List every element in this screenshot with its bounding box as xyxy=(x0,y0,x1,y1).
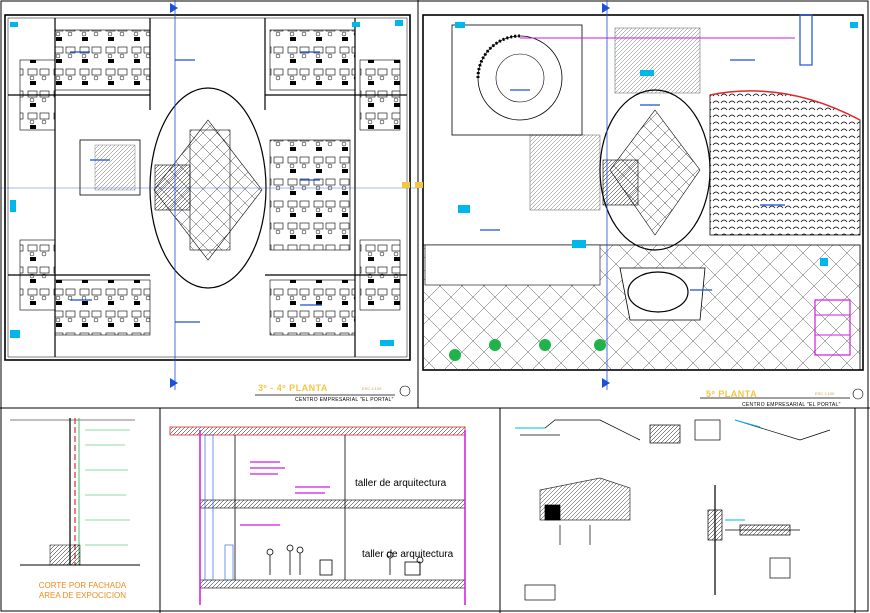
plan-3-4-subtitle: CENTRO EMPRESARIAL "EL PORTAL" xyxy=(295,397,394,403)
plan-5-floor xyxy=(415,0,864,390)
facade-caption-line2: AREA DE EXPOCICION xyxy=(38,591,127,600)
building-section-drawing xyxy=(169,426,466,605)
plan-5-title-block xyxy=(700,388,864,400)
plan-5-subtitle: CENTRO EMPRESARIAL "EL PORTAL" xyxy=(742,402,841,408)
plan-5-title: 5º PLANTA xyxy=(706,389,758,399)
facade-section-drawing xyxy=(10,418,140,566)
plan-3-4-floor xyxy=(0,0,418,390)
section-room-label-lower: taller de arquitectura xyxy=(362,549,454,560)
plan-3-4-scale: ESC.1:100 xyxy=(362,386,382,391)
plan-3-4-title: 3º - 4º PLANTA xyxy=(258,383,328,393)
construction-details xyxy=(515,419,831,601)
section-room-label-upper: taller de arquitectura xyxy=(355,478,447,489)
plan-5-scale: ESC.1:100 xyxy=(815,391,835,396)
detail-accent-lines xyxy=(515,419,761,521)
plan-3-4-title-block xyxy=(255,385,411,397)
facade-caption-line1: CORTE POR FACHADA xyxy=(38,581,127,590)
